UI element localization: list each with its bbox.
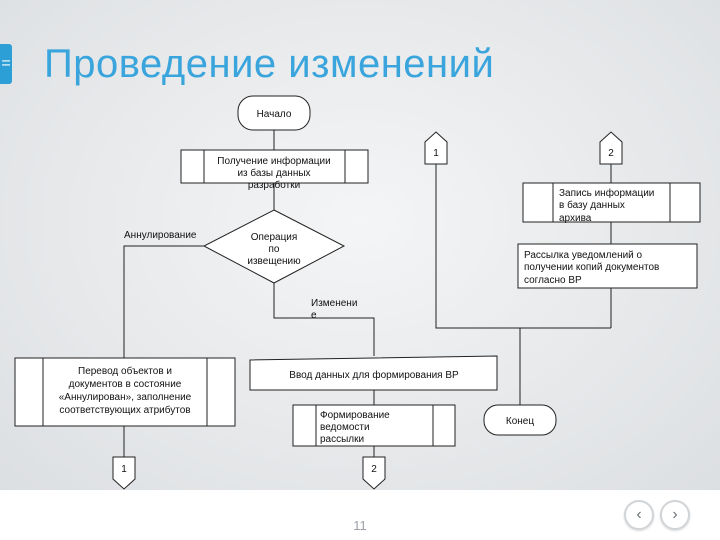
cancel-line-4: соответствующих атрибутов xyxy=(59,404,190,416)
notify-line-1: Рассылка уведомлений о xyxy=(524,250,643,261)
archive-line-3: архива xyxy=(559,213,592,224)
cancel-line-3: «Аннулирован», заполнение xyxy=(59,392,192,403)
connector-top-2-label: 2 xyxy=(608,148,614,159)
get-info-process: Получение информации из базы данных разр… xyxy=(180,149,369,191)
notify-line-3: согласно ВР xyxy=(524,275,582,286)
form-list-process: Формирование ведомости рассылки xyxy=(292,404,456,447)
connector-bottom-1-label: 1 xyxy=(121,464,127,475)
cancel-line-2: документов в состояние xyxy=(69,379,182,390)
form-list-line-2: ведомости xyxy=(320,422,370,433)
notify-line-2: получении копий документов xyxy=(524,262,659,273)
connector-bottom-2-label: 2 xyxy=(371,464,377,475)
get-info-line-2: из базы данных xyxy=(237,167,310,179)
end-node: Конец xyxy=(483,404,557,436)
chevron-left-icon: ‹ xyxy=(636,506,642,523)
page-title: Проведение изменений xyxy=(44,42,495,86)
branch-cancel-label: Аннулирование xyxy=(124,230,197,241)
decision-line-2: по xyxy=(269,244,280,255)
notify-process: Рассылка уведомлений о получении копий д… xyxy=(517,243,698,289)
get-info-line-3: разработки xyxy=(248,179,300,191)
chevron-right-icon: › xyxy=(672,506,678,523)
form-list-line-3: рассылки xyxy=(320,434,364,445)
line-decision-change xyxy=(273,283,375,356)
archive-record-process: Запись информации в базу данных архива xyxy=(522,182,701,224)
decision-line-3: извещению xyxy=(247,256,301,267)
start-node: Начало xyxy=(237,95,311,131)
connector-top-2: 2 xyxy=(599,131,623,165)
connector-top-1-label: 1 xyxy=(433,148,439,159)
form-list-line-1: Формирование xyxy=(320,410,390,421)
decision-line-1: Операция xyxy=(251,232,298,243)
slide-footer xyxy=(0,490,720,540)
connector-top-1: 1 xyxy=(424,131,448,165)
accent-tab-symbol: = xyxy=(1,55,11,72)
get-info-line-1: Получение информации xyxy=(217,155,330,167)
decision-node: Операция по извещению xyxy=(202,209,346,284)
branch-change-label-1: Изменени xyxy=(311,298,357,309)
line-conn1-merge xyxy=(435,164,611,329)
start-label: Начало xyxy=(257,109,292,120)
cancel-line-1: Перевод объектов и xyxy=(78,365,172,377)
input-data-label: Ввод данных для формирования ВР xyxy=(289,369,459,381)
branch-change-label-2: е xyxy=(311,310,317,321)
next-slide-button[interactable]: › xyxy=(660,500,690,530)
accent-tab: = xyxy=(0,44,12,84)
connector-bottom-2: 2 xyxy=(362,456,386,490)
line-decision-cancel xyxy=(123,245,204,358)
archive-line-2: в базу данных xyxy=(559,199,625,211)
archive-line-1: Запись информации xyxy=(559,187,654,199)
input-data-node: Ввод данных для формирования ВР xyxy=(249,355,498,391)
page-number: 11 xyxy=(353,518,367,533)
connector-bottom-1: 1 xyxy=(112,456,136,490)
prev-slide-button[interactable]: ‹ xyxy=(624,500,654,530)
end-label: Конец xyxy=(506,416,534,427)
cancel-process: Перевод объектов и документов в состояни… xyxy=(14,357,236,427)
